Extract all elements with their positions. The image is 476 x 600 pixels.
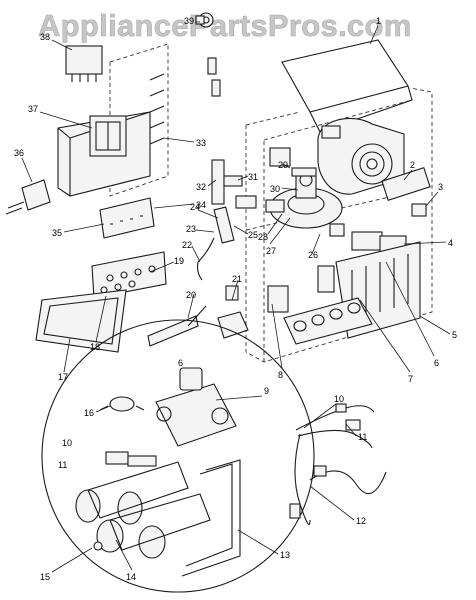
burners — [75, 461, 211, 559]
label-29: 29 — [278, 160, 288, 170]
label-14: 14 — [126, 572, 136, 582]
label-15: 15 — [40, 572, 50, 582]
callout-labels: 1 2 3 4 5 6 6 7 8 9 10 10 11 11 12 13 14… — [14, 16, 457, 582]
blower-assembly — [317, 117, 405, 195]
valve-harness — [105, 451, 157, 467]
gas-pipe — [211, 159, 257, 209]
label-10-left: 10 — [62, 438, 72, 448]
label-11-left: 11 — [58, 460, 67, 470]
label-38: 38 — [40, 32, 50, 42]
label-37: 37 — [28, 104, 38, 114]
pressure-sensor — [217, 285, 249, 339]
label-36: 36 — [14, 148, 24, 158]
label-32: 32 — [196, 182, 206, 192]
label-17: 17 — [58, 372, 68, 382]
inducer-blower — [265, 167, 343, 229]
label-24: 24 — [190, 202, 200, 212]
label-19: 19 — [174, 256, 184, 266]
label-18: 18 — [90, 342, 100, 352]
label-9: 9 — [264, 386, 269, 396]
label-23: 23 — [186, 224, 196, 234]
label-6-right: 6 — [434, 358, 439, 368]
label-27: 27 — [266, 246, 276, 256]
label-33: 33 — [196, 138, 206, 148]
filter-mesh — [281, 39, 413, 133]
label-22: 22 — [182, 240, 192, 250]
label-21: 21 — [232, 274, 242, 284]
detail-inset — [41, 319, 315, 593]
label-13: 13 — [280, 550, 290, 560]
label-5: 5 — [452, 330, 457, 340]
callout-leaders — [21, 21, 451, 573]
watermark: AppliancePartsPros.com — [38, 8, 412, 44]
burner-bracket — [181, 459, 241, 577]
label-1: 1 — [376, 16, 381, 26]
label-39: 39 — [184, 16, 194, 26]
label-4: 4 — [448, 238, 453, 248]
rollout-switch — [99, 396, 145, 412]
label-31: 31 — [248, 172, 258, 182]
access-panel — [35, 289, 127, 353]
label-2: 2 — [410, 160, 415, 170]
terminal-board — [99, 197, 155, 239]
label-12: 12 — [356, 516, 366, 526]
label-7: 7 — [408, 374, 413, 384]
limit-switch-bracket — [381, 166, 431, 202]
label-20: 20 — [186, 290, 196, 300]
burner-manifold — [267, 265, 373, 345]
terminal-plugs — [207, 57, 221, 97]
label-35: 35 — [52, 228, 62, 238]
grommet — [195, 12, 214, 28]
relay — [65, 45, 103, 82]
orifice — [93, 541, 103, 551]
label-28: 28 — [258, 232, 268, 242]
label-8: 8 — [278, 370, 283, 380]
wire-harness — [289, 403, 387, 525]
label-3: 3 — [438, 182, 443, 192]
transformer — [89, 115, 127, 157]
label-30: 30 — [270, 184, 280, 194]
gas-valve — [155, 367, 237, 447]
manifold-bracket — [147, 305, 207, 347]
label-26: 26 — [308, 250, 318, 260]
label-34: 34 — [196, 200, 206, 210]
label-11-right: 11 — [358, 432, 367, 442]
label-10-right: 10 — [334, 394, 344, 404]
label-6-left: 6 — [178, 358, 183, 368]
igniter-assembly — [196, 206, 235, 281]
pressure-switch — [269, 147, 345, 237]
label-16: 16 — [84, 408, 94, 418]
burner-gasket — [91, 251, 167, 299]
door-switch — [5, 179, 51, 215]
label-25: 25 — [248, 230, 258, 240]
